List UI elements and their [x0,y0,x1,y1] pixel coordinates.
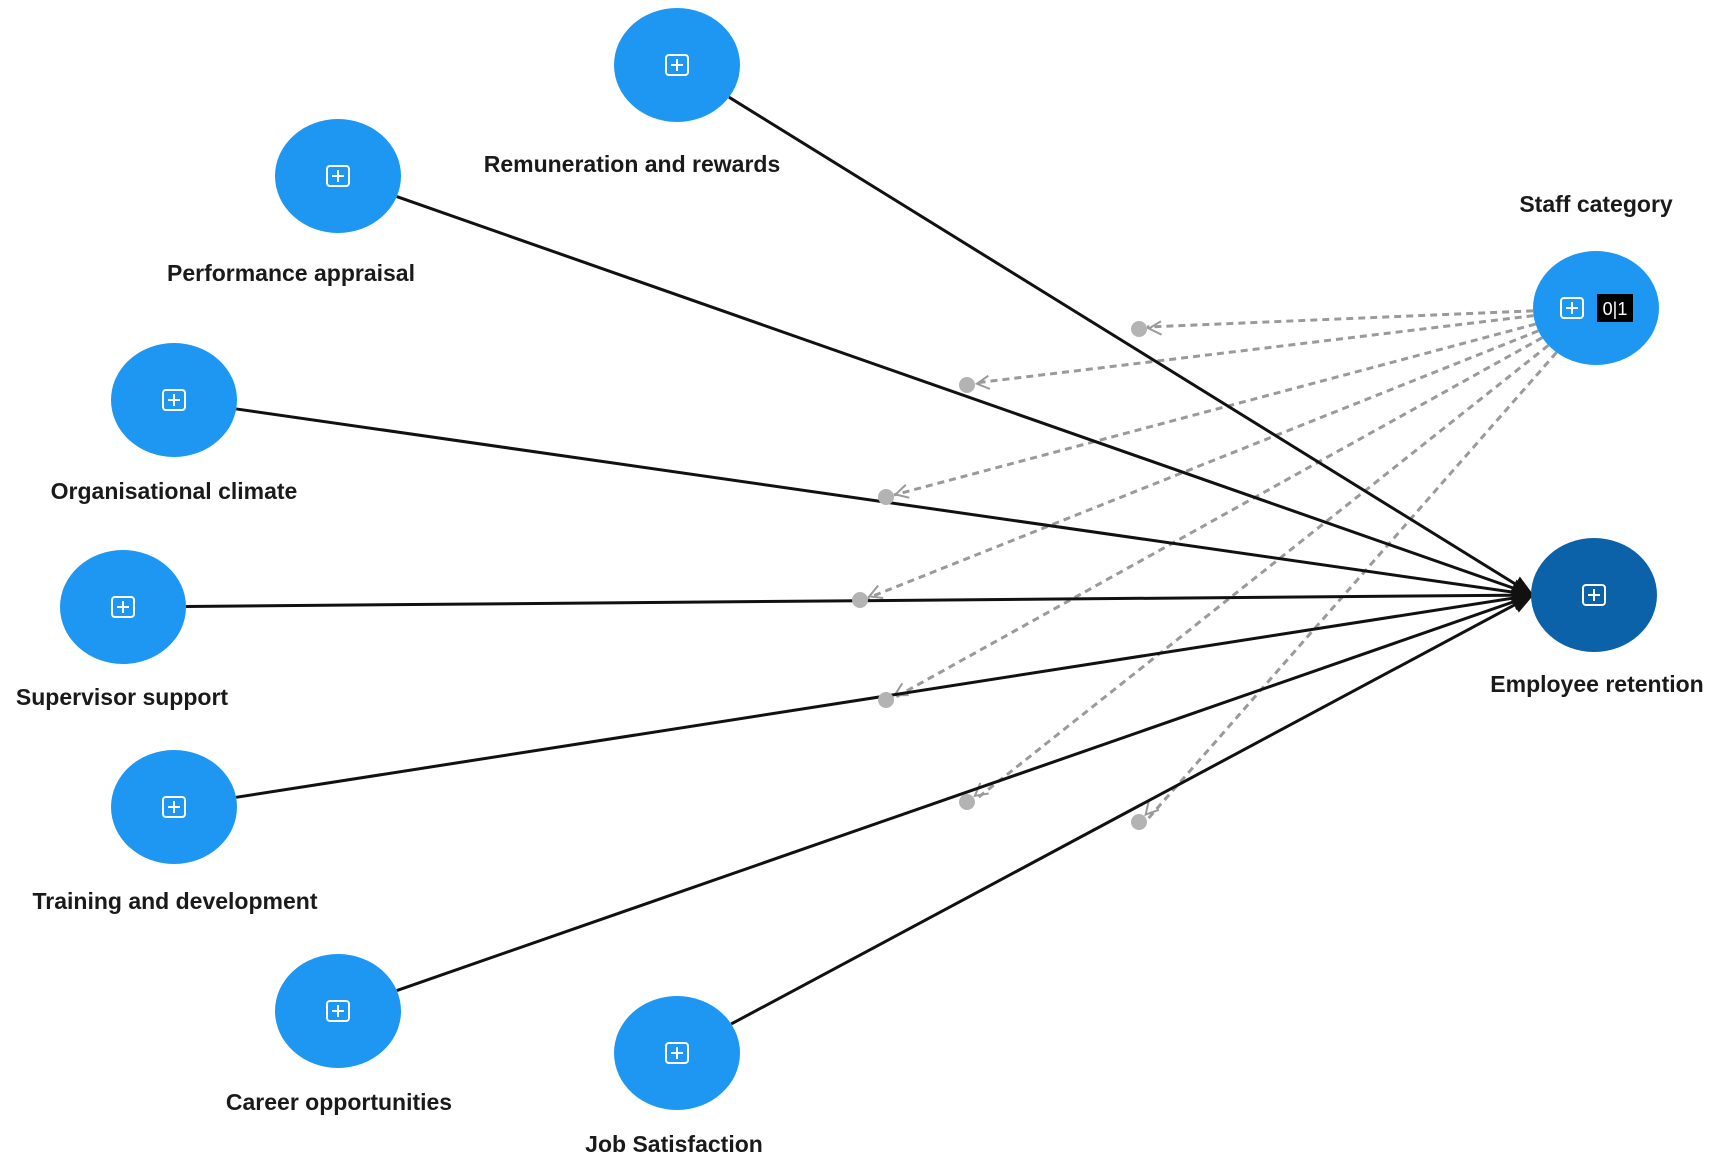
construct-node-training[interactable]: Training and development [33,750,318,914]
moderation-arrowhead-remuneration [1146,320,1163,336]
expand-plus-icon[interactable] [665,54,689,76]
moderation-line-climate [893,322,1536,497]
expand-plus-icon[interactable] [1582,584,1606,606]
moderation-line-career [974,344,1550,802]
construct-node-climate[interactable]: Organisational climate [51,343,298,504]
construct-node-performance[interactable]: Performance appraisal [167,119,415,286]
construct-node-supervisor[interactable]: Supervisor support [16,550,228,710]
moderation-arrowhead-climate [893,484,910,499]
construct-node-retention[interactable]: Employee retention [1490,538,1704,697]
expand-plus-icon[interactable] [111,596,135,618]
moderation-arrowhead-performance [974,374,991,390]
construct-label-performance: Performance appraisal [167,260,415,286]
path-layer [185,95,1535,1026]
construct-node-jobsat[interactable]: Job Satisfaction [585,996,763,1157]
construct-label-supervisor: Supervisor support [16,684,228,710]
expand-plus-icon[interactable] [162,389,186,411]
construct-label-retention: Employee retention [1490,671,1703,697]
moderation-point-remuneration [1131,321,1147,337]
expand-plus-icon[interactable] [665,1042,689,1064]
moderation-point-training [878,692,894,708]
path-arrow-performance [396,195,1535,597]
moderation-point-layer [852,321,1147,830]
moderation-point-supervisor [852,592,868,608]
construct-ellipse[interactable] [1533,251,1659,365]
construct-label-career: Career opportunities [226,1089,452,1115]
path-arrow-career [396,593,1535,992]
moderation-point-performance [959,377,975,393]
construct-label-staff: Staff category [1519,191,1673,217]
path-arrow-remuneration [728,95,1534,597]
moderation-arrowhead-supervisor [867,584,884,600]
expand-plus-icon[interactable] [326,1000,350,1022]
moderation-line-jobsat [1145,351,1558,821]
construct-label-climate: Organisational climate [51,478,298,504]
construct-node-staff[interactable]: 0|1 Staff category [1519,191,1673,365]
construct-label-remuneration: Remuneration and rewards [484,151,781,177]
construct-label-jobsat: Job Satisfaction [585,1131,763,1157]
moderation-line-remuneration [1146,309,1534,329]
construct-label-training: Training and development [33,888,318,914]
expand-plus-icon[interactable] [1560,297,1584,319]
moderation-line-performance [974,314,1534,385]
moderation-point-career [959,794,975,810]
badge-text: 0|1 [1603,299,1628,319]
categorical-badge: 0|1 [1597,294,1633,322]
construct-node-career[interactable]: Career opportunities [226,954,452,1115]
moderation-layer [867,309,1558,821]
expand-plus-icon[interactable] [162,796,186,818]
moderation-point-jobsat [1131,814,1147,830]
path-arrow-jobsat [730,593,1534,1026]
moderation-arrowhead-jobsat [1144,800,1160,817]
moderation-line-training [893,336,1543,700]
moderation-point-climate [878,489,894,505]
moderation-line-supervisor [867,329,1539,600]
construct-node-remuneration[interactable]: Remuneration and rewards [484,8,781,177]
expand-plus-icon[interactable] [326,165,350,187]
